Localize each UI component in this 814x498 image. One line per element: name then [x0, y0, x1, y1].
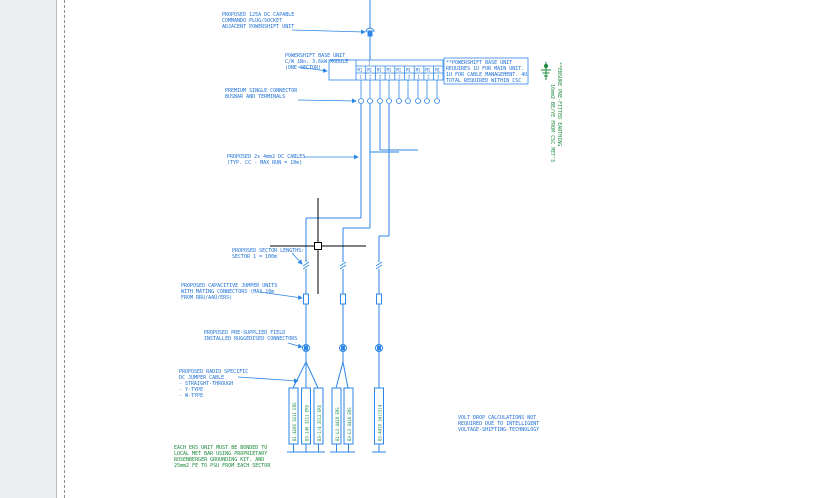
bonding-note-line: LOCAL MET BAR USING PROPRIETARY [174, 451, 267, 457]
radio-cable-line: - Y-TYPE [179, 387, 203, 393]
ers-label: B3-1/4 3512 ERS [317, 404, 322, 441]
base-note-line: TOTAL REQUIRED WITHIN CSC [446, 78, 521, 84]
module-number: 2 [427, 75, 430, 80]
field-connectors [302, 344, 383, 388]
jumper-units-label: PROPOSED CAPACITIVE JUMPER UNITS WITH MA… [181, 283, 277, 301]
base-unit-note: **POWERSHIFT BASE UNIT REQUIRES 1U FOR M… [446, 60, 527, 84]
base-unit-label: POWERSHIFT BASE UNIT C/W 1No. 3.6kW MODU… [285, 53, 348, 71]
module-label: M1 [406, 68, 411, 73]
volt-drop-line: VOLTAGE-SHIFTING TECHNOLOGY [458, 427, 539, 433]
capable-line: COMMANDO PLUG/SOCKET [222, 18, 282, 24]
module-number: 2 [398, 75, 401, 80]
busbar-terminals [358, 80, 440, 104]
ers-label: B3-L3 4418 ERS [347, 407, 352, 441]
volt-drop-line: REQUIRED DUE TO INTELLIGENT [458, 421, 539, 427]
jumper-unit-drops [303, 269, 382, 344]
radio-jumper-cables [292, 361, 349, 389]
field-connectors-line: INSTALLED RUGGEDISED CONNECTORS [204, 336, 297, 342]
base-unit-line: C/W 1No. 3.6kW MODULE [285, 59, 348, 65]
radio-cable-line: - STRAIGHT-THROUGH [179, 381, 233, 387]
left-margin-edge [56, 0, 57, 498]
powershift-base-unit [328, 57, 529, 85]
module-number: 3 [408, 75, 411, 80]
busbar-line: BUSBAR AND TERMINALS [225, 94, 285, 100]
earth-symbol [541, 62, 551, 80]
earthing-line: **ENSURE PRE-FITTED EARTHING [556, 62, 562, 146]
module-label: M1 [425, 68, 430, 73]
module-labels: M1 M1 M1 M1 M1 M1 M1 M1 M1 1 2 3 1 2 3 1… [358, 68, 441, 80]
ers-label: B3-140 3211 ERS [305, 404, 310, 441]
sector-length-breaks [302, 261, 383, 270]
dc-cable-routing [305, 104, 418, 262]
jumper-units-line: FROM RRU/AAU/ERS) [181, 295, 232, 301]
left-margin-panel [0, 0, 56, 498]
sector-lengths-line: PROPOSED SECTOR LENGTHS: [232, 248, 304, 254]
ers-label: B1-4200 3211 ERS [292, 402, 297, 441]
module-number: 3 [379, 75, 382, 80]
bonding-note: EACH ERS UNIT MUST BE BONDED TO LOCAL ME… [174, 445, 271, 469]
field-connectors-label: PROPOSED PRE-SUPPLIED FIELD INSTALLED RU… [204, 330, 297, 342]
base-unit-line: (ONE SECTOR) [285, 65, 321, 71]
drawing-border-line [64, 0, 65, 498]
leader-lines [237, 29, 366, 384]
sector-lengths-label: PROPOSED SECTOR LENGTHS: SECTOR 1 = 100m [232, 248, 304, 260]
capable-label: PROPOSED 125A DC CAPABLE COMMANDO PLUG/S… [222, 12, 294, 30]
module-number: 2 [369, 75, 372, 80]
module-label: M1 [387, 68, 392, 73]
module-label: M1 [396, 68, 401, 73]
jumper-units-line: WITH MATING CONNECTORS (MAX 10m [181, 289, 274, 295]
base-note-line: **POWERSHIFT BASE UNIT [446, 60, 512, 66]
base-note-line: 1U FOR CABLE MANAGEMENT. 4U [446, 72, 527, 78]
volt-drop-line: VOLT DROP CALCULATIONS NOT [458, 415, 536, 421]
module-label: M1 [367, 68, 372, 73]
dc-cables-line: (TYP. CC - MAX RUN = 10m) [227, 160, 302, 166]
radio-cable-line: PROPOSED RADIO SPECIFIC [179, 369, 248, 375]
module-label: M1 [358, 68, 363, 73]
bonding-note-line: 25mm2 FE TO PSU FROM EACH SECTOR [174, 463, 271, 469]
base-unit-line: POWERSHIFT BASE UNIT [285, 53, 345, 59]
bonding-note-line: ROSENBERGER GROUNDING KIT. AND [174, 457, 264, 463]
module-label: M1 [416, 68, 421, 73]
ers-label: B3-4418 (W)(S)4 [378, 404, 383, 441]
busbar-label: PREMIUM SINGLE CONNECTOR BUSBAR AND TERM… [225, 88, 298, 100]
ers-unit-labels: B1-4200 3211 ERS B3-140 3211 ERS B3-1/4 … [292, 402, 383, 441]
busbar-line: PREMIUM SINGLE CONNECTOR [225, 88, 298, 94]
capable-line: ADJACENT POWERSHIFT UNIT [222, 24, 294, 30]
module-label: M1 [435, 68, 440, 73]
module-label: M1 [377, 68, 382, 73]
earthing-line: 16mm2 BE/YE FROM CSC MET'S [549, 84, 555, 162]
base-note-line: REQUIRES 1U FOR MAIN UNIT. [446, 66, 524, 72]
module-number: 1 [418, 75, 421, 80]
ers-label: B1-L3 4418 ERS [335, 407, 340, 441]
dc-cables-label: PROPOSED 2x 4mm2 DC CABLES (TYP. CC - MA… [227, 154, 305, 166]
radio-cable-label: PROPOSED RADIO SPECIFIC DC JUMPER CABLE … [179, 369, 248, 399]
capable-line: PROPOSED 125A DC CAPABLE [222, 12, 294, 18]
module-number: 1 [359, 75, 362, 80]
bonding-note-line: EACH ERS UNIT MUST BE BONDED TO [174, 445, 267, 451]
sector-number: 1 [368, 61, 371, 66]
dc-cables-line: PROPOSED 2x 4mm2 DC CABLES [227, 154, 305, 160]
radio-cable-line: - W-TYPE [179, 393, 203, 399]
cad-crosshair-cursor [270, 198, 366, 294]
sector-lengths-line: SECTOR 1 = 100m [232, 254, 277, 260]
module-number: 1 [388, 75, 391, 80]
commando-plug-symbol [365, 0, 375, 60]
ers-units [287, 387, 386, 453]
jumper-units-line: PROPOSED CAPACITIVE JUMPER UNITS [181, 283, 277, 289]
earthing-note: **ENSURE PRE-FITTED EARTHING 16mm2 BE/YE… [549, 62, 562, 162]
field-connectors-line: PROPOSED PRE-SUPPLIED FIELD [204, 330, 285, 336]
radio-cable-line: DC JUMPER CABLE [179, 375, 224, 381]
volt-drop-note: VOLT DROP CALCULATIONS NOT REQUIRED DUE … [458, 415, 539, 433]
module-number: 3 [437, 75, 440, 80]
